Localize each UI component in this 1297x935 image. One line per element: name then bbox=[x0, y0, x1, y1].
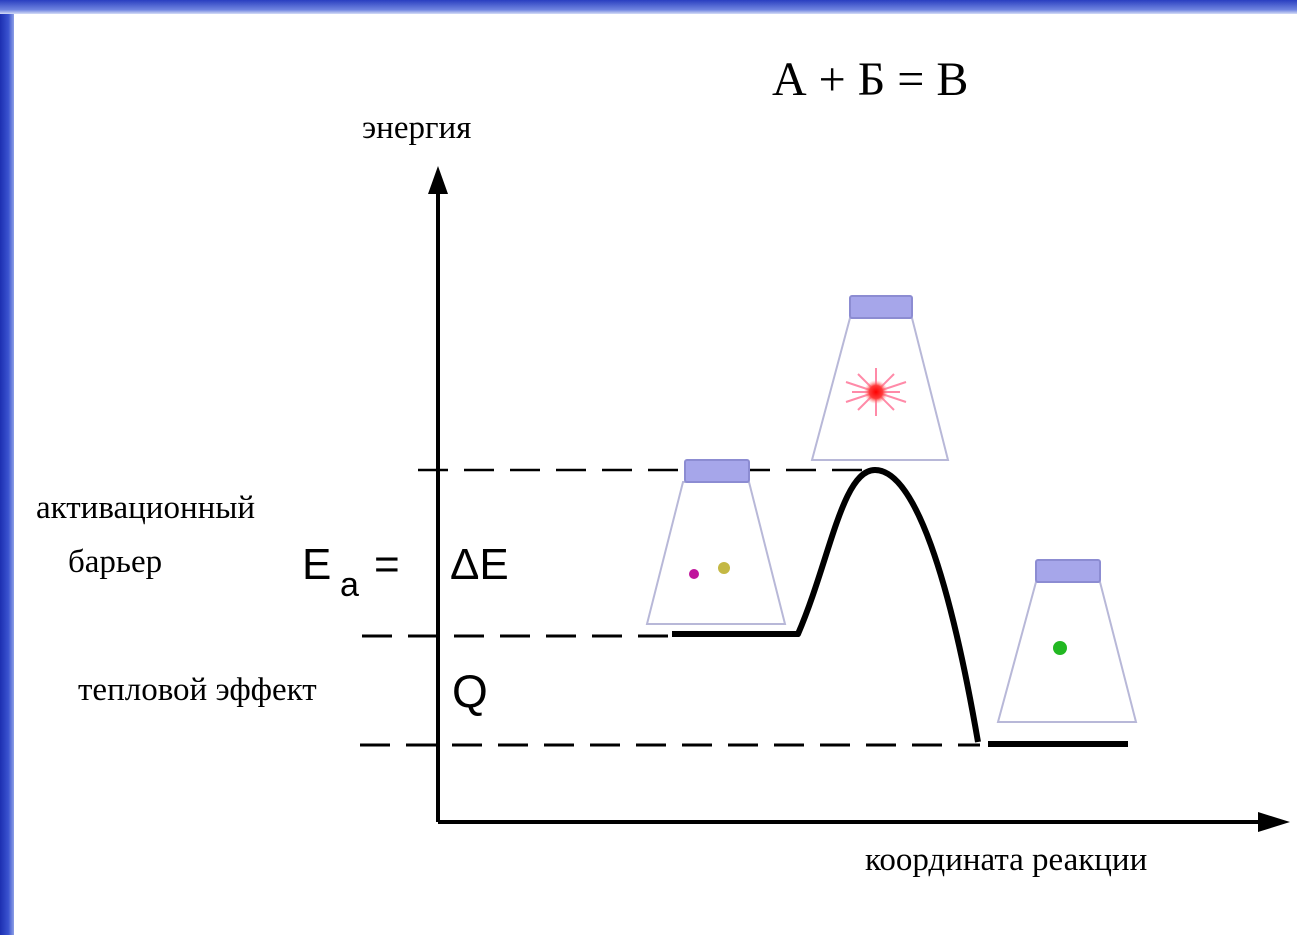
heat-effect-symbol: Q bbox=[452, 665, 488, 717]
reactant-a-particle bbox=[689, 569, 699, 579]
x-axis bbox=[438, 812, 1290, 832]
y-axis bbox=[428, 166, 448, 822]
activation-barrier-label-line1: активационный bbox=[36, 490, 256, 526]
product-particle bbox=[1053, 641, 1067, 655]
reactant-b-particle bbox=[718, 562, 730, 574]
reaction-curve bbox=[672, 467, 1128, 747]
reactants-flask bbox=[645, 459, 787, 625]
activation-energy-symbol: E bbox=[302, 540, 332, 589]
activation-barrier-label-line2: барьер bbox=[68, 544, 163, 580]
reaction-equation: А + Б = В bbox=[772, 53, 969, 106]
slide-top-border bbox=[0, 0, 1297, 14]
product-flask bbox=[996, 559, 1138, 723]
transition-state-particle bbox=[864, 380, 888, 404]
x-axis-label: координата реакции bbox=[865, 842, 1148, 878]
activation-energy-equals: = bbox=[374, 540, 400, 589]
activation-energy-subscript: a bbox=[340, 566, 359, 604]
delta-e-label: ΔE bbox=[450, 540, 509, 589]
y-axis-label: энергия bbox=[362, 110, 472, 146]
slide-left-border bbox=[0, 0, 14, 935]
heat-effect-label: тепловой эффект bbox=[78, 672, 317, 708]
dashed-guides bbox=[360, 468, 980, 747]
transition-state-flask bbox=[810, 295, 950, 461]
